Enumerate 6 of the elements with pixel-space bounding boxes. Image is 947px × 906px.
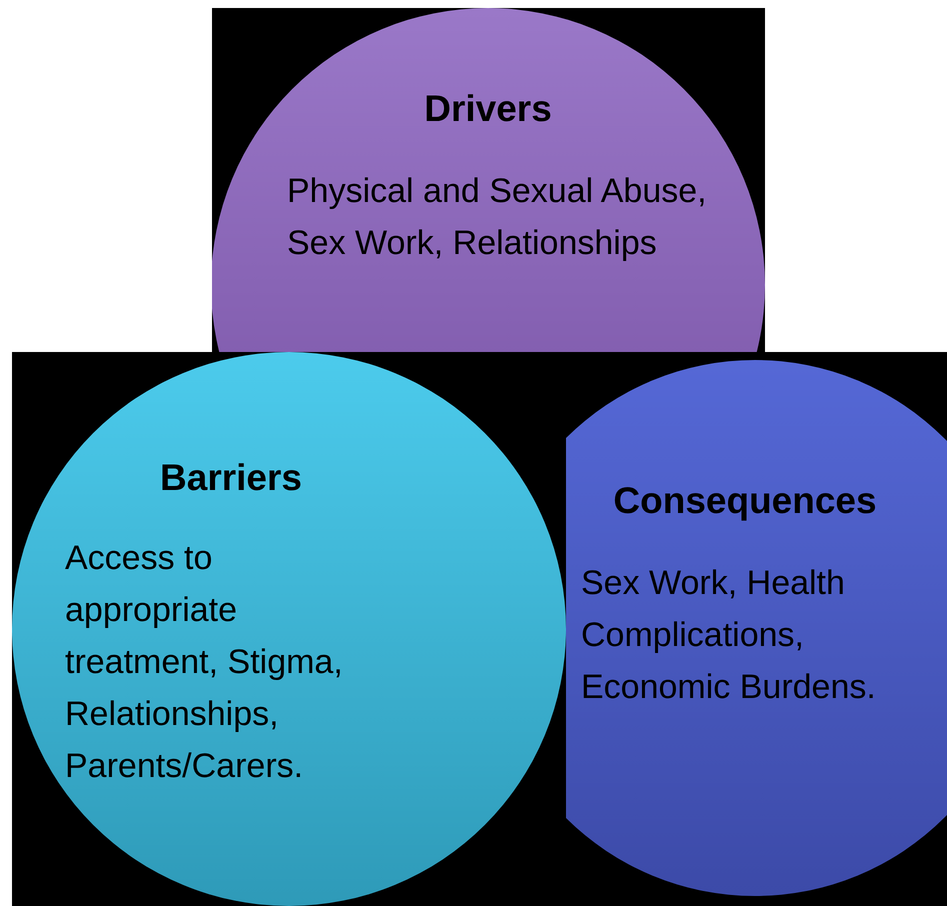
circle-heading: Consequences bbox=[613, 480, 877, 522]
circle-text: Physical and Sexual Abuse, Sex Work, Relationships bbox=[287, 171, 707, 264]
circle-heading: Drivers bbox=[424, 88, 552, 130]
circle-heading: Barriers bbox=[160, 457, 302, 499]
circle-text: Sex Work, Health Complications, Economic Burdens. bbox=[581, 563, 877, 708]
circle-text: Access to appropriate treatment, Stigma, Relationships, Parents/Carers. bbox=[65, 538, 344, 787]
